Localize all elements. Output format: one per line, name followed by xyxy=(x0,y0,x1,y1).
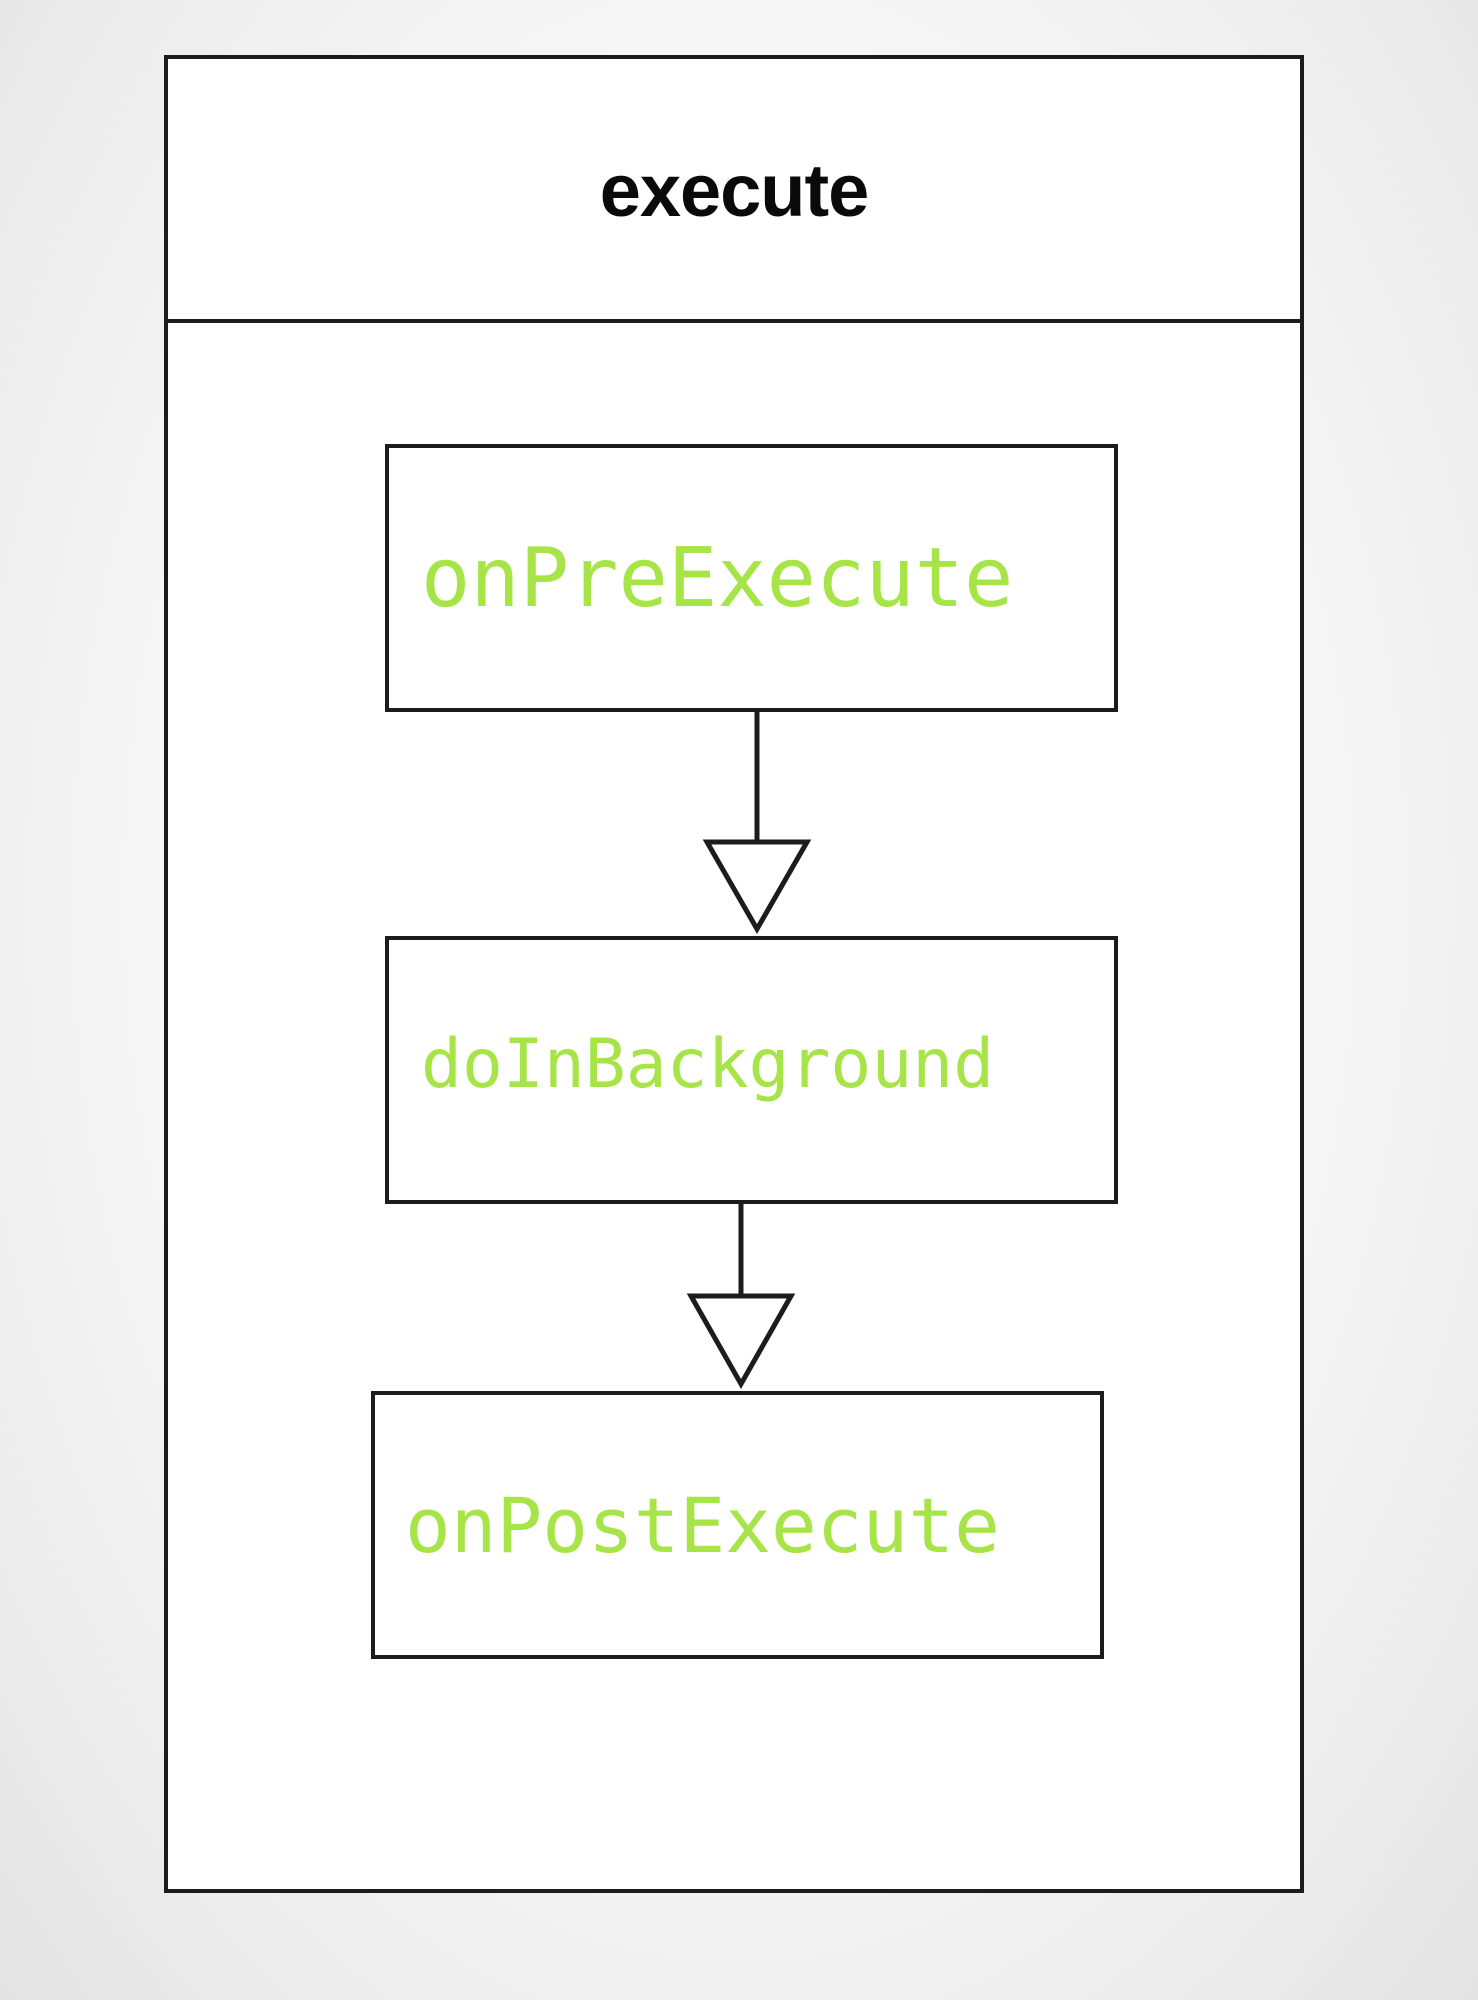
step-box-doinbackground: doInBackground xyxy=(385,936,1118,1204)
execute-frame: execute onPreExecute doInBackground onPo… xyxy=(164,55,1304,1893)
frame-title: execute xyxy=(599,148,870,232)
step-label: onPreExecute xyxy=(421,530,1014,626)
arrow-head-icon xyxy=(686,1293,796,1390)
step-label: doInBackground xyxy=(421,1024,995,1104)
arrow-connector-1 xyxy=(686,712,812,1390)
arrow-head-icon xyxy=(702,839,812,935)
step-box-onpreexecute: onPreExecute xyxy=(385,444,1118,712)
step-box-onpostexecute: onPostExecute xyxy=(371,1391,1104,1659)
step-label: onPostExecute xyxy=(405,1480,1000,1570)
frame-header: execute xyxy=(168,59,1300,323)
